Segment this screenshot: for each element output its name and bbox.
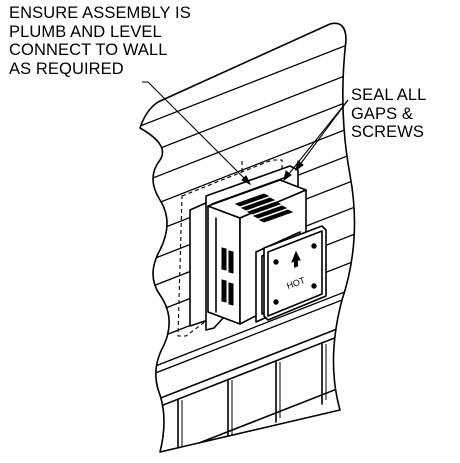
side-louvers <box>221 247 234 306</box>
screw-icon <box>273 299 279 305</box>
assembly-instruction-callout: ENSURE ASSEMBLY IS PLUMB AND LEVEL CONNE… <box>9 4 191 78</box>
callout-line: ENSURE ASSEMBLY IS <box>9 4 191 22</box>
seal-instruction-callout: SEAL ALL GAPS & SCREWS <box>351 86 426 142</box>
arrow-up-icon <box>291 250 301 268</box>
callout-line: AS REQUIRED <box>9 59 124 78</box>
screw-icon <box>273 259 279 265</box>
siding-wall-outline <box>139 22 356 453</box>
callout-line: CONNECT TO WALL <box>9 41 168 59</box>
screw-icon <box>311 283 317 289</box>
callout-line: SEAL ALL <box>351 86 427 104</box>
screw-icon <box>311 243 317 249</box>
leader-line-left <box>142 81 251 185</box>
vent-box-assembly: HOT <box>189 165 327 331</box>
foundation-blocks <box>140 319 355 452</box>
hot-cover-plate <box>263 225 327 321</box>
callout-line: PLUMB AND LEVEL <box>9 22 162 41</box>
callout-line: GAPS & <box>351 104 414 123</box>
top-louvers <box>234 193 294 223</box>
callout-line: SCREWS <box>351 123 425 141</box>
